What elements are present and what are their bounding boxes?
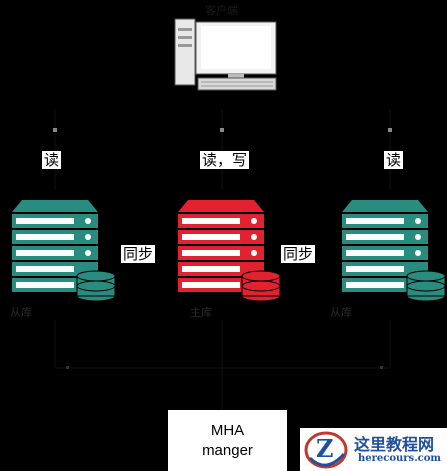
computer-icon bbox=[174, 18, 277, 91]
master-caption: 主库 bbox=[190, 306, 212, 319]
connector-lines bbox=[54, 110, 391, 190]
sync-label-right: 同步 bbox=[281, 245, 316, 263]
read-label-right: 读 bbox=[384, 151, 404, 169]
manager-connector-lines bbox=[54, 320, 391, 410]
slave-left-caption: 从库 bbox=[10, 306, 32, 319]
mha-manager-line1: MHA bbox=[210, 421, 245, 439]
watermark-url: herecours.com bbox=[358, 453, 442, 464]
connector-dots bbox=[66, 366, 383, 369]
watermark-title: 这里教程网 bbox=[354, 435, 435, 454]
arrow-ticks bbox=[53, 128, 392, 132]
slave-right-caption: 从库 bbox=[330, 306, 352, 319]
sync-label-left: 同步 bbox=[121, 245, 156, 263]
read-label-left: 读 bbox=[42, 151, 62, 169]
master-server-icon bbox=[178, 200, 281, 302]
watermark: Z 这里教程网 herecours.com bbox=[300, 428, 447, 471]
mha-manager-box: MHA manger bbox=[168, 410, 287, 471]
slave-server-right-icon bbox=[342, 200, 446, 302]
slave-server-left-icon bbox=[12, 200, 116, 302]
read-write-label: 读，写 bbox=[200, 151, 250, 169]
mha-manager-line2: manger bbox=[202, 441, 253, 459]
watermark-logo-icon bbox=[304, 431, 348, 469]
client-label: 客户端 bbox=[205, 4, 238, 17]
watermark-letter: Z bbox=[316, 434, 334, 463]
